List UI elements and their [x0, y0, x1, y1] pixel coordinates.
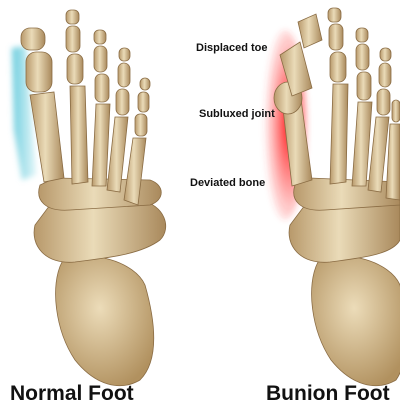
- normal-foot-illustration: [12, 10, 166, 386]
- caption-normal-foot: Normal Foot: [10, 382, 134, 406]
- bunion-foot-illustration: [263, 8, 400, 386]
- normal-foot-bones: [21, 10, 166, 386]
- annotation-deviated-bone: Deviated bone: [190, 177, 265, 189]
- annotation-subluxed-joint: Subluxed joint: [199, 108, 275, 120]
- annotation-displaced-toe: Displaced toe: [196, 42, 268, 54]
- caption-bunion-foot: Bunion Foot: [266, 382, 390, 406]
